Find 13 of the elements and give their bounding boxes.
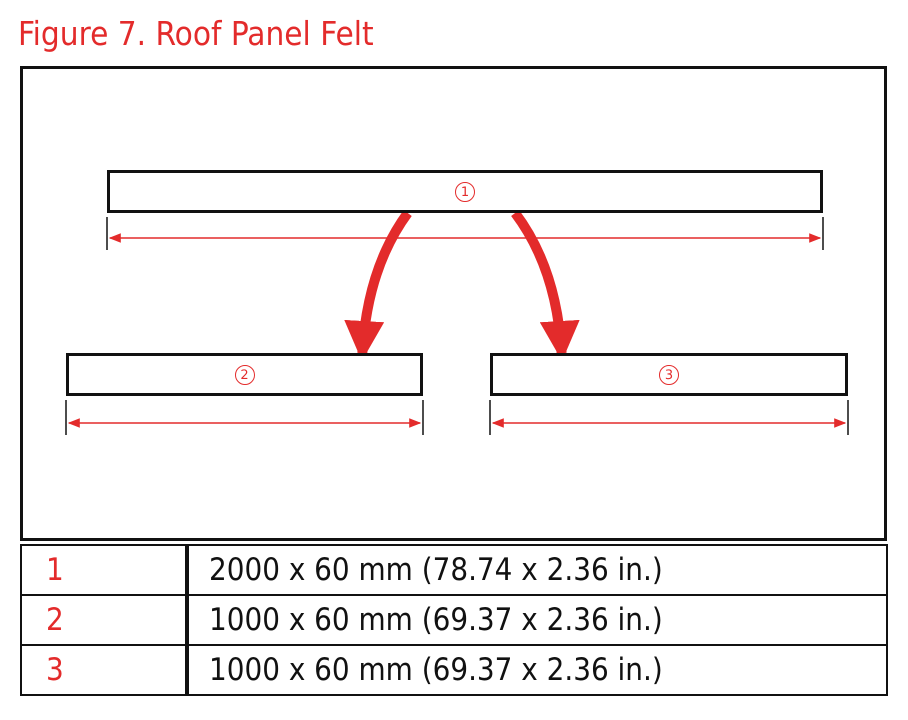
table-cell: 1 [20, 544, 189, 596]
callout-number: 1 [455, 182, 475, 202]
felt-strip [107, 170, 823, 213]
table-cell: 2 [20, 594, 189, 646]
figure-title: Figure 7. Roof Panel Felt [18, 14, 374, 53]
table-cell: 3 [20, 644, 189, 696]
table-cell: 2000 x 60 mm (78.74 x 2.36 in.) [185, 544, 888, 596]
callout-number: 3 [659, 364, 679, 384]
felt-strip [490, 353, 848, 396]
callout-number: 2 [234, 364, 254, 384]
table-cell: 1000 x 60 mm (69.37 x 2.36 in.) [185, 594, 888, 646]
table-cell: 1000 x 60 mm (69.37 x 2.36 in.) [185, 644, 888, 696]
felt-strip [66, 353, 423, 396]
